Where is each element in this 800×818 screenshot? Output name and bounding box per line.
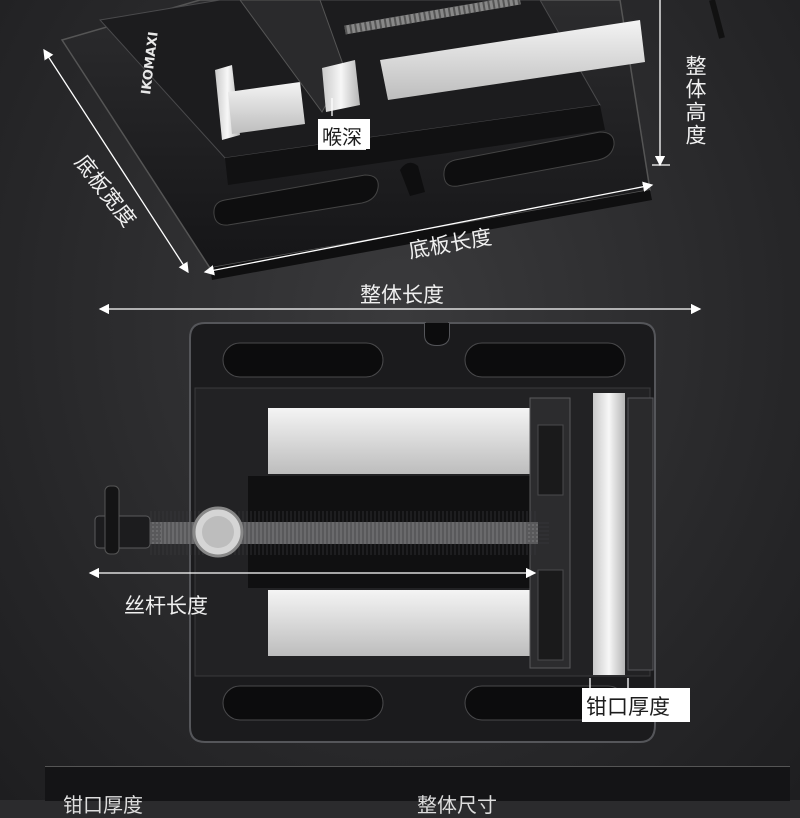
base-length-line — [203, 181, 654, 276]
rail-top — [268, 408, 536, 474]
slide-rail — [228, 82, 305, 134]
base-width-line — [43, 48, 189, 274]
slot-bottom-left — [222, 685, 384, 721]
handle — [709, 0, 725, 39]
vise-body-front — [225, 105, 605, 185]
jaw-slot — [537, 569, 564, 661]
jaw-steel-plate — [593, 393, 625, 675]
screw-boss-inner — [202, 516, 234, 548]
jaw-slot — [537, 424, 564, 496]
spec-strip: 钳口厚度 整体尺寸 — [45, 766, 790, 817]
overall-length-label: 整体长度 — [360, 283, 444, 307]
slot-top-left — [222, 342, 384, 378]
screw-length-label: 丝杆长度 — [124, 594, 208, 618]
notch-top — [425, 323, 449, 345]
handle-hub — [94, 515, 151, 549]
handle-bar — [104, 485, 120, 555]
footer-overall-size-label: 整体尺寸 — [417, 793, 497, 817]
jaw-thickness-label: 钳口厚度 — [586, 691, 670, 721]
rail-bottom — [268, 590, 536, 656]
fixed-jaw — [627, 397, 654, 671]
slot-top-right — [464, 342, 626, 378]
plan-view — [94, 322, 656, 743]
vise-illustration: IKOMAXI — [43, 0, 725, 743]
throat-depth-label: 喉深 — [318, 121, 366, 150]
perspective-view: IKOMAXI — [60, 0, 725, 280]
lead-screw-plan — [150, 522, 538, 544]
base-slot — [443, 131, 615, 187]
dimension-lines-top — [43, 0, 670, 276]
lead-screw — [344, 0, 521, 35]
jaw-plate — [322, 60, 360, 112]
footer-jaw-thickness-label: 钳口厚度 — [63, 793, 143, 817]
slide-rail — [380, 20, 645, 100]
overall-height-label: 整体高度 — [683, 55, 707, 147]
